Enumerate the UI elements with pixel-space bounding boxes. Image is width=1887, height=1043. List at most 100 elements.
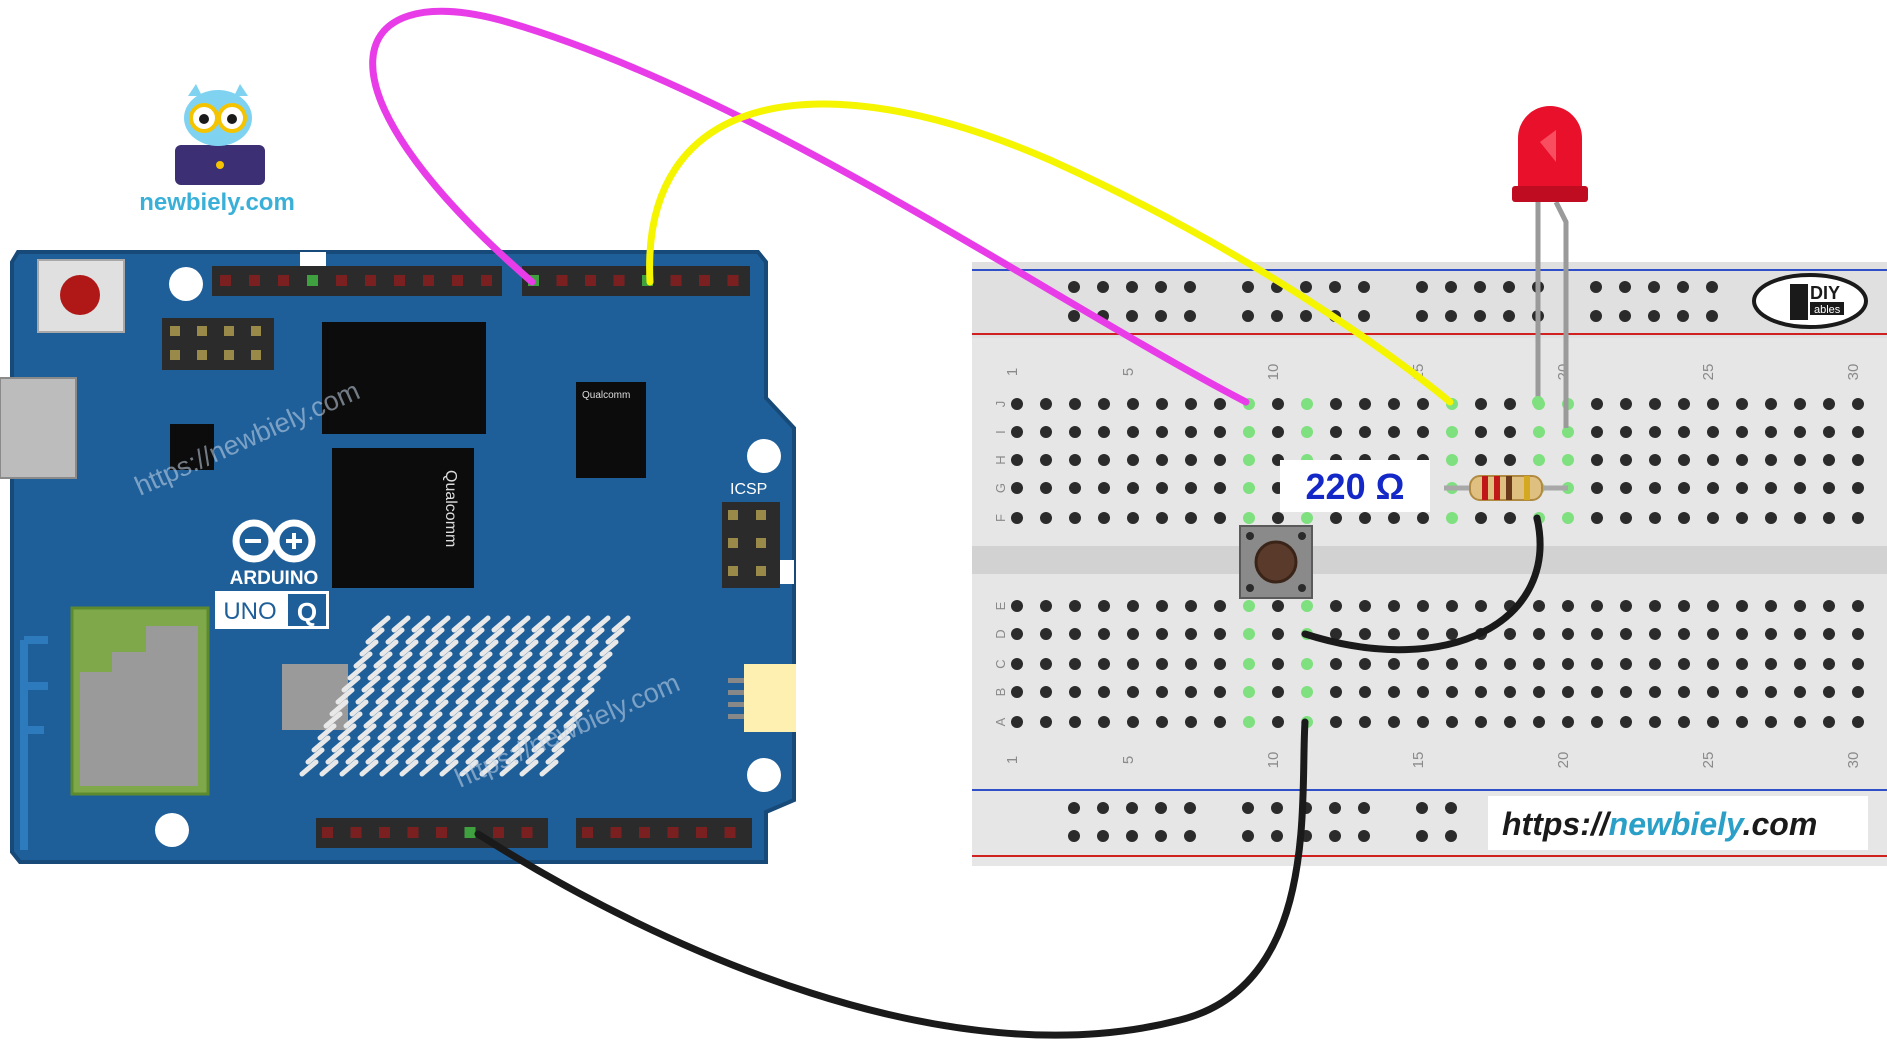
newbiely-logo: newbiely.com bbox=[139, 84, 295, 216]
rail-hole bbox=[1068, 281, 1080, 293]
matrix-led bbox=[379, 639, 399, 657]
matrix-led bbox=[409, 699, 429, 717]
breadboard-hole bbox=[1098, 398, 1110, 410]
matrix-led bbox=[605, 627, 625, 645]
matrix-led bbox=[475, 687, 495, 705]
matrix-led bbox=[403, 711, 423, 729]
matrix-led bbox=[329, 699, 349, 717]
breadboard-hole bbox=[1185, 398, 1197, 410]
breadboard-hole bbox=[1504, 512, 1516, 524]
header-pin bbox=[365, 275, 376, 286]
breadboard-hole bbox=[1591, 628, 1603, 640]
matrix-led bbox=[461, 675, 481, 693]
header-pin bbox=[220, 275, 231, 286]
matrix-led bbox=[559, 639, 579, 657]
breadboard-hole bbox=[1591, 658, 1603, 670]
breadboard-hole bbox=[1301, 658, 1313, 670]
breadboard-hole bbox=[1736, 512, 1748, 524]
breadboard-hole bbox=[1011, 628, 1023, 640]
breadboard-hole bbox=[1852, 482, 1864, 494]
header-pin bbox=[610, 827, 622, 838]
breadboard-hole bbox=[1185, 482, 1197, 494]
breadboard-hole bbox=[1678, 658, 1690, 670]
matrix-led bbox=[427, 663, 447, 681]
header-pin bbox=[585, 275, 596, 286]
breadboard-hole bbox=[1417, 398, 1429, 410]
chip-label: Qualcomm bbox=[582, 390, 630, 401]
rail-hole bbox=[1358, 802, 1370, 814]
matrix-led bbox=[501, 675, 521, 693]
matrix-led bbox=[451, 735, 471, 753]
breadboard-hole bbox=[1707, 658, 1719, 670]
breadboard-hole bbox=[1852, 628, 1864, 640]
matrix-led bbox=[445, 747, 465, 765]
matrix-led bbox=[449, 699, 469, 717]
matrix-led bbox=[317, 723, 337, 741]
breadboard-hole bbox=[1069, 600, 1081, 612]
breadboard-hole bbox=[1185, 686, 1197, 698]
rail-hole bbox=[1329, 802, 1341, 814]
rail-hole bbox=[1242, 802, 1254, 814]
rail-hole bbox=[1184, 310, 1196, 322]
matrix-led bbox=[371, 615, 391, 633]
matrix-led bbox=[477, 723, 497, 741]
matrix-led bbox=[447, 663, 467, 681]
matrix-led bbox=[511, 615, 531, 633]
breadboard-hole bbox=[1156, 658, 1168, 670]
gray-component bbox=[282, 664, 348, 730]
breadboard-hole bbox=[1243, 512, 1255, 524]
header-pin bbox=[170, 326, 180, 336]
breadboard-hole bbox=[1040, 398, 1052, 410]
breadboard-hole bbox=[1214, 454, 1226, 466]
breadboard-hole bbox=[1156, 426, 1168, 438]
breadboard-hole bbox=[1707, 600, 1719, 612]
breadboard-hole bbox=[1446, 658, 1458, 670]
header-pin bbox=[336, 275, 347, 286]
header-pin bbox=[696, 827, 707, 838]
matrix-led bbox=[431, 615, 451, 633]
column-number: 1 bbox=[1004, 756, 1021, 764]
yellow-wire bbox=[646, 100, 1454, 406]
breadboard-hole bbox=[1127, 600, 1139, 612]
header-pin bbox=[667, 827, 679, 838]
matrix-led bbox=[353, 651, 373, 669]
header-pin bbox=[613, 275, 625, 286]
matrix-led bbox=[389, 699, 409, 717]
icsp-label: ICSP bbox=[730, 481, 767, 498]
breadboard-hole bbox=[1736, 426, 1748, 438]
matrix-led bbox=[593, 651, 613, 669]
breadboard-hole bbox=[1214, 716, 1226, 728]
rail-hole bbox=[1329, 281, 1341, 293]
column-number: 25 bbox=[1700, 364, 1717, 381]
breadboard-hole bbox=[1330, 628, 1342, 640]
rail-hole bbox=[1184, 802, 1196, 814]
rail-hole bbox=[1271, 830, 1283, 842]
breadboard-hole bbox=[1533, 686, 1545, 698]
matrix-led bbox=[371, 735, 391, 753]
matrix-led bbox=[381, 675, 401, 693]
breadboard-hole bbox=[1359, 686, 1371, 698]
matrix-led bbox=[323, 711, 343, 729]
matrix-led bbox=[489, 699, 509, 717]
matrix-led bbox=[581, 675, 601, 693]
breadboard-hole bbox=[1736, 686, 1748, 698]
breadboard-hole bbox=[1098, 512, 1110, 524]
breadboard-hole bbox=[1736, 628, 1748, 640]
matrix-led bbox=[305, 747, 325, 765]
matrix-led bbox=[525, 627, 545, 645]
breadboard-hole bbox=[1620, 686, 1632, 698]
breadboard-hole bbox=[1011, 686, 1023, 698]
matrix-led bbox=[399, 759, 419, 777]
breadboard-hole bbox=[1330, 716, 1342, 728]
breadboard-hole bbox=[1707, 482, 1719, 494]
bottom-pin-header bbox=[316, 818, 752, 848]
breadboard-hole bbox=[1417, 600, 1429, 612]
breadboard-hole bbox=[1794, 686, 1806, 698]
breadboard-hole bbox=[1736, 454, 1748, 466]
rail-hole bbox=[1416, 281, 1428, 293]
rail-hole bbox=[1155, 310, 1167, 322]
breadboard-hole bbox=[1765, 482, 1777, 494]
arduino-uno-q-board: Qualcomm Qualcomm ICSP ARDUINO UNO Q bbox=[0, 250, 796, 864]
breadboard-hole bbox=[1794, 512, 1806, 524]
